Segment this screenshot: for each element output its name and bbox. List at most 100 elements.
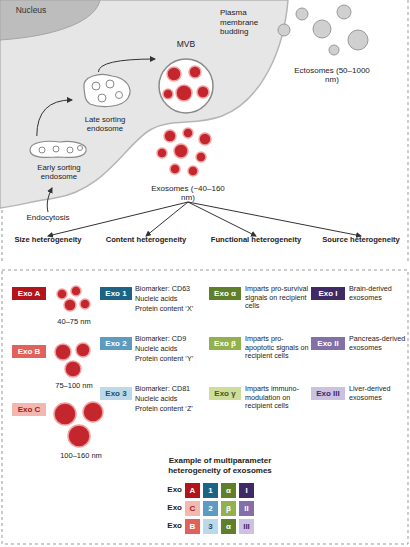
mvb: MVB [155, 40, 217, 116]
node-text: Source heterogeneity [322, 236, 400, 245]
exo-badge: Exo 1 [100, 287, 132, 300]
early-endosome-shape [30, 141, 86, 157]
table-badge: α [221, 519, 236, 534]
exosome [170, 164, 180, 174]
table-badge: β [221, 501, 236, 516]
table-badge: B [185, 519, 200, 534]
exosome-vesicle [197, 86, 209, 98]
table-badge: C [185, 501, 200, 516]
table-badge: 2 [203, 501, 218, 516]
content-note: Nucleic acids [135, 345, 207, 354]
size-sample [54, 403, 76, 425]
node-text: Exo γ [214, 389, 235, 398]
exo-badge: Exo 3 [100, 387, 132, 400]
table-badge: 3 [203, 519, 218, 534]
node-text: 3 [208, 522, 212, 531]
example-title: Example of multiparameter heterogeneity … [150, 456, 290, 475]
exosome [199, 133, 211, 145]
exosome-group: Exosomes (~40–160 nm) [150, 118, 226, 202]
endosome: Late sorting endosome [72, 72, 138, 134]
node-text: C [190, 504, 196, 513]
nucleus: Nucleus [4, 4, 58, 18]
flow-arrow [188, 202, 361, 236]
endosome: Early sorting endosome [22, 136, 96, 182]
node-text: 2 [208, 504, 212, 513]
size-range: 75–100 nm [44, 381, 104, 390]
ectosome-group: Ectosomes (50–1000 nm) [292, 4, 372, 84]
size-sample [68, 425, 90, 447]
exosome [183, 128, 193, 138]
node-text: A [190, 486, 196, 495]
exosome [157, 148, 167, 158]
node-text: Exo C [18, 405, 41, 414]
row-label: Exo [158, 503, 182, 513]
node-text: MVB [177, 40, 195, 50]
node-text: Ectosomes (50–1000 nm) [292, 66, 372, 84]
node-text: III [243, 522, 250, 531]
node-text: Exo B [18, 347, 41, 356]
vesicle [78, 146, 83, 151]
flow-arrow [98, 59, 155, 72]
node-text: Exo 2 [105, 339, 126, 348]
source-note: Brain-derived exosomes [349, 285, 406, 302]
exo-badge: Exo β [209, 337, 241, 350]
size-range: 100–160 nm [48, 451, 114, 460]
exo-badge: Exo A [12, 287, 46, 300]
table-badge: I [239, 483, 254, 498]
heterogeneity-heading: Source heterogeneity [316, 236, 406, 245]
content-note: Protein content ‘Z’ [135, 405, 207, 414]
row-label: Exo [158, 485, 182, 495]
content-note: Biomarker: CD9 [135, 335, 207, 344]
exosome [196, 152, 206, 162]
content-note: Biomarker: CD63 [135, 285, 207, 294]
size-sample [64, 299, 76, 311]
exo-badge: Exo B [12, 345, 46, 358]
exo-badge: Exo III [311, 387, 345, 400]
node-text: Early sorting endosome [22, 164, 96, 182]
node-text: Exosomes (~40–160 nm) [150, 184, 226, 202]
exo-badge: Exo γ [209, 387, 241, 400]
function-note: Imparts immuno-modulation on recipient c… [245, 385, 309, 411]
flow-arrow [188, 202, 256, 236]
size-sample [71, 286, 81, 296]
size-range: 40–75 nm [44, 317, 104, 326]
nucleus-shape [0, 0, 100, 40]
table-badge: α [221, 483, 236, 498]
node-text: Exo II [317, 339, 338, 348]
exo-badge: Exo C [12, 403, 46, 416]
exo-badge: Exo 2 [100, 337, 132, 350]
content-note: Nucleic acids [135, 295, 207, 304]
content-note: Biomarker: CD81 [135, 385, 207, 394]
function-note: Imparts pro-apoptotic signals on recipie… [245, 335, 309, 361]
source-note: Pancreas-derived exosomes [349, 335, 406, 352]
node-text: Exo A [18, 289, 40, 298]
exo-badge: Exo II [311, 337, 345, 350]
exosome [188, 166, 198, 176]
table-badge: II [239, 501, 254, 516]
mvb-shape [159, 59, 213, 113]
node-text: Content heterogeneity [106, 236, 187, 245]
content-note: Nucleic acids [135, 395, 207, 404]
node-text: Exo β [214, 339, 236, 348]
process-label: Endocytosis [18, 213, 78, 223]
node-text: Size heterogeneity [14, 236, 81, 245]
size-sample [80, 299, 90, 309]
budding-vesicle [278, 24, 290, 36]
ectosome [313, 20, 331, 38]
vesicle [53, 146, 59, 152]
flow-arrow [48, 202, 188, 236]
flow-arrow [146, 202, 188, 236]
vesicle [39, 147, 45, 153]
exosome-vesicle [176, 85, 192, 101]
exosome-vesicle [167, 67, 181, 81]
node-text: Exo I [318, 289, 337, 298]
heterogeneity-heading: Content heterogeneity [96, 236, 196, 245]
content-note: Protein content ‘X’ [135, 305, 207, 314]
heterogeneity-heading: Size heterogeneity [4, 236, 92, 245]
late-endosome-shape [84, 75, 130, 107]
node-text: Exo α [214, 289, 236, 298]
ectosome [329, 45, 339, 55]
node-text: Functional heterogeneity [211, 236, 301, 245]
vesicle [116, 92, 123, 99]
